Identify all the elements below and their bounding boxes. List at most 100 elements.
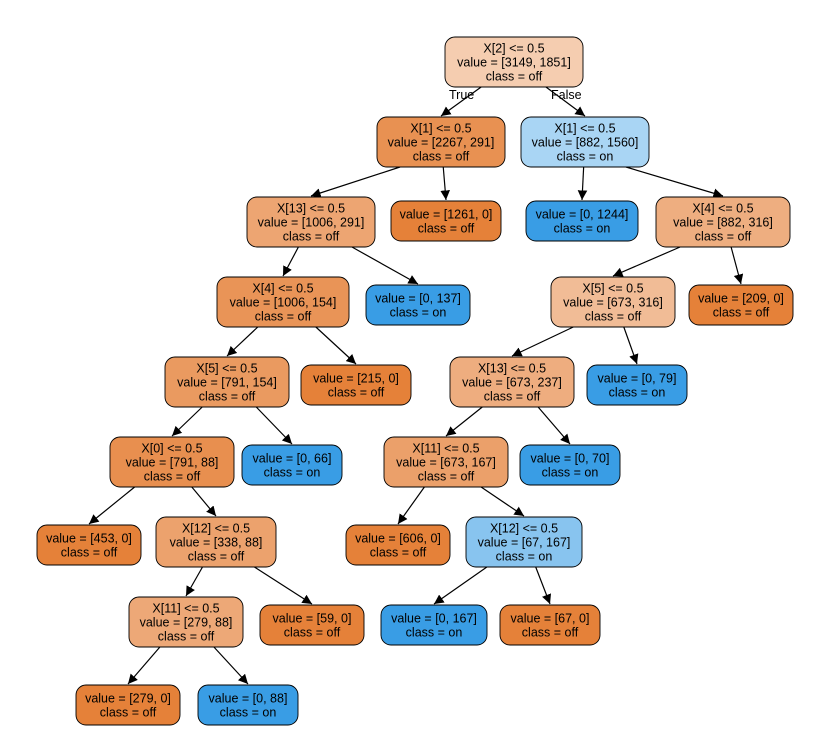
node-box — [449, 356, 575, 408]
tree-node-n21: value = [606, 0]class = off — [345, 524, 451, 566]
node-box — [259, 604, 365, 646]
node-text-line: class = off — [188, 550, 245, 564]
node-text-line: value = [2267, 291] — [388, 136, 495, 150]
node-text-line: value = [0, 70] — [531, 452, 610, 466]
edge-n6-n9 — [612, 246, 681, 277]
node-text-line: class = off — [100, 706, 157, 720]
edge-n20-n24 — [254, 566, 313, 605]
node-text-line: class = off — [199, 390, 256, 404]
node-box — [688, 284, 794, 326]
node-text-line: value = [209, 0] — [698, 292, 784, 306]
edge-n11-n15 — [171, 406, 203, 437]
node-text-line: X[11] <= 0.5 — [152, 602, 219, 616]
node-text-line: X[5] <= 0.5 — [196, 362, 257, 376]
edge-n11-n16 — [255, 406, 293, 445]
node-box — [109, 436, 235, 488]
edge-n17-n22 — [480, 486, 525, 517]
node-text-line: class = off — [486, 70, 543, 84]
node-text-line: value = [673, 237] — [462, 376, 562, 390]
edge-n1-n4 — [440, 166, 450, 201]
node-box — [75, 684, 181, 726]
node-box — [300, 364, 412, 406]
edge-n23-n28 — [213, 646, 249, 685]
edge-n22-n26 — [535, 566, 552, 605]
node-text-line: X[11] <= 0.5 — [412, 442, 479, 456]
edge-n3-n8 — [351, 246, 419, 285]
node-text-line: class = on — [609, 386, 666, 400]
edge-n13-n17 — [445, 406, 483, 437]
node-box — [216, 276, 350, 328]
edge-n2-n5 — [577, 166, 588, 201]
tree-node-n5: value = [0, 1244]class = on — [525, 200, 639, 242]
node-text-line: class = off — [484, 390, 541, 404]
edges-layer — [88, 86, 744, 685]
edge-n22-n25 — [433, 566, 488, 605]
node-box — [36, 524, 142, 566]
node-text-line: class = off — [61, 546, 118, 560]
node-text-line: value = [1261, 0] — [400, 208, 493, 222]
node-text-line: value = [0, 137] — [375, 292, 461, 306]
node-text-line: value = [673, 167] — [396, 456, 496, 470]
tree-node-n24: value = [59, 0]class = off — [259, 604, 365, 646]
node-text-line: class = off — [713, 306, 770, 320]
node-text-line: value = [0, 1244] — [536, 208, 629, 222]
node-text-line: class = off — [370, 546, 427, 560]
node-text-line: class = off — [413, 150, 470, 164]
node-box — [465, 516, 583, 568]
node-box — [390, 200, 502, 242]
node-box — [586, 364, 688, 406]
node-text-line: X[1] <= 0.5 — [410, 122, 471, 136]
node-text-line: value = [1006, 154] — [230, 296, 337, 310]
node-text-line: value = [453, 0] — [46, 532, 132, 546]
edge-n3-n7 — [282, 246, 299, 277]
tree-node-n8: value = [0, 137]class = on — [365, 284, 471, 326]
node-text-line: value = [279, 88] — [140, 616, 233, 630]
edge-n7-n11 — [226, 326, 259, 357]
node-text-line: value = [3149, 1851] — [457, 56, 571, 70]
tree-node-n14: value = [0, 79]class = on — [586, 364, 688, 406]
node-text-line: value = [882, 316] — [673, 216, 773, 230]
node-text-line: class = off — [418, 222, 475, 236]
tree-node-n12: value = [215, 0]class = off — [300, 364, 412, 406]
edge-n7-n12 — [315, 326, 357, 365]
node-box — [241, 444, 343, 486]
tree-node-n18: value = [0, 70]class = on — [519, 444, 621, 486]
node-text-line: X[12] <= 0.5 — [182, 522, 250, 536]
node-text-line: X[0] <= 0.5 — [141, 442, 202, 456]
false-edge-label: False — [551, 88, 582, 102]
node-box — [550, 276, 676, 328]
node-text-line: class = on — [557, 150, 614, 164]
edge-n6-n10 — [730, 246, 744, 285]
edge-n0-n1 — [440, 86, 482, 117]
node-text-line: value = [338, 88] — [170, 536, 263, 550]
edge-n9-n14 — [623, 326, 639, 365]
node-text-line: class = off — [255, 310, 312, 324]
node-text-line: class = off — [522, 626, 579, 640]
node-box — [246, 196, 376, 248]
node-text-line: value = [791, 88] — [126, 456, 219, 470]
node-box — [383, 436, 509, 488]
node-text-line: class = off — [418, 470, 475, 484]
node-text-line: value = [279, 0] — [85, 692, 171, 706]
node-box — [345, 524, 451, 566]
node-text-line: X[4] <= 0.5 — [692, 202, 753, 216]
node-box — [520, 116, 650, 168]
edge-n23-n27 — [127, 646, 161, 685]
tree-node-n25: value = [0, 167]class = on — [380, 604, 488, 646]
edge-n17-n21 — [397, 486, 425, 525]
node-text-line: class = off — [158, 630, 215, 644]
node-text-line: value = [606, 0] — [355, 532, 441, 546]
tree-node-n10: value = [209, 0]class = off — [688, 284, 794, 326]
node-text-line: class = off — [328, 386, 385, 400]
node-box — [164, 356, 290, 408]
node-box — [499, 604, 601, 646]
